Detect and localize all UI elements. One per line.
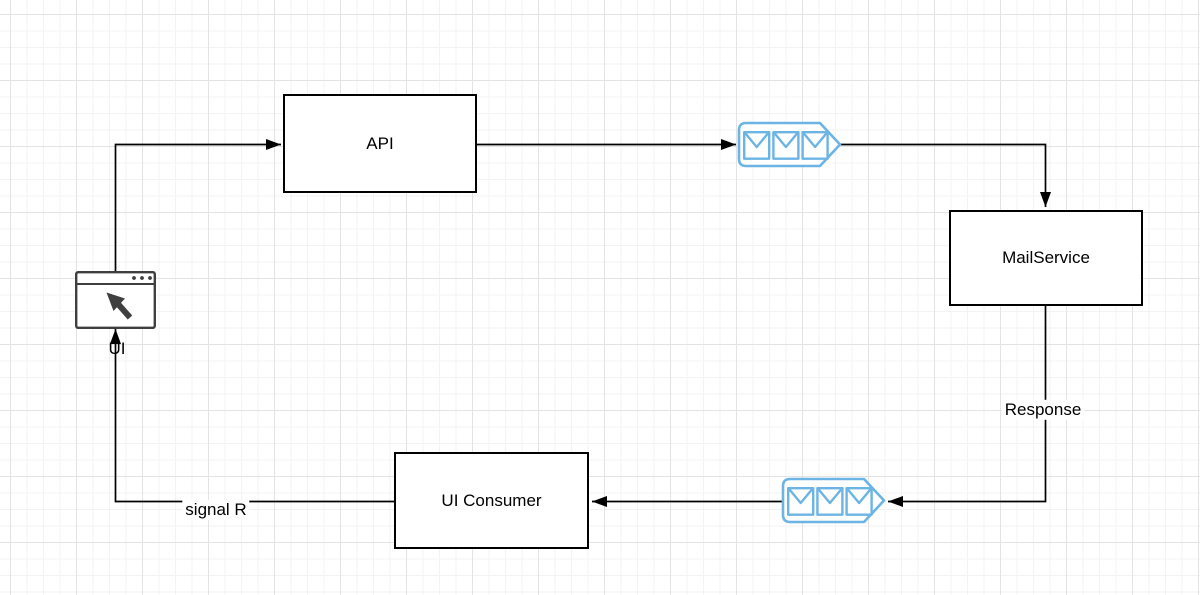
node-mailservice[interactable]: MailService [949,210,1143,306]
node-api[interactable]: API [283,94,477,193]
node-ui-label[interactable]: UI [108,338,126,358]
edge-label-response[interactable]: Response [1001,399,1085,421]
cursor-arrow-icon [106,292,133,320]
edge-label-signal-r[interactable]: signal R [182,499,250,521]
window-menu-dots-icon [132,276,152,280]
node-api-label: API [366,133,394,153]
message-queue-icon-top[interactable] [737,121,842,168]
edge-mailservice-to-queue[interactable] [888,306,1047,507]
message-queue-icon-bottom[interactable] [781,477,886,524]
edge-queue-to-mailservice[interactable] [840,143,1051,208]
node-ui-consumer-label: UI Consumer [441,490,542,510]
node-ui-consumer[interactable]: UI Consumer [394,452,589,549]
edge-ui-to-api[interactable] [114,139,282,273]
browser-window-icon[interactable] [74,271,156,330]
edge-uiconsumer-to-ui[interactable] [110,329,395,503]
node-mailservice-label: MailService [1002,248,1090,267]
